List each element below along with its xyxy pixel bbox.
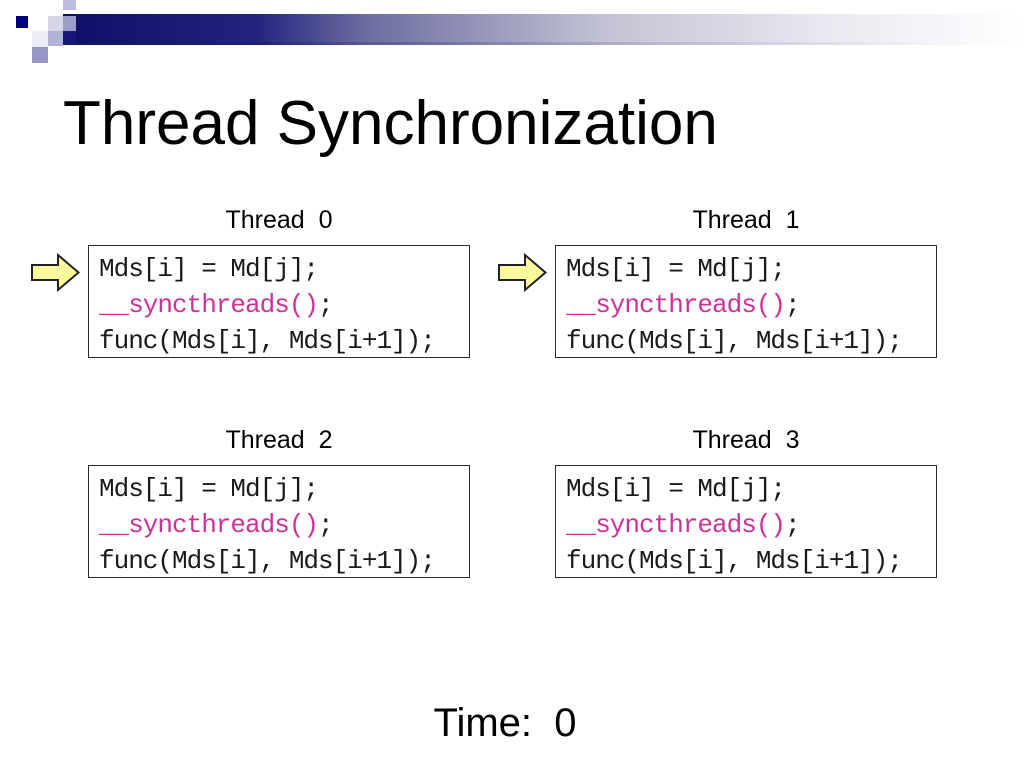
arrow-right-icon [498,252,548,293]
code-segment: __syncthreads() [99,510,319,540]
code-box: Mds[i] = Md[j];__syncthreads();func(Mds[… [555,465,937,578]
pixel-square [63,31,76,45]
code-line: __syncthreads(); [566,287,936,323]
pixel-square [63,0,76,10]
code-line: func(Mds[i], Mds[i+1]); [566,323,936,359]
time-counter: Time: 0 [433,701,577,745]
code-segment: func(Mds[i], Mds[i+1]); [566,546,903,576]
pixel-square [48,31,63,46]
code-line: __syncthreads(); [99,287,469,323]
code-segment: Mds[i] = Md[j]; [566,254,786,284]
slide-title: Thread Synchronization [63,89,718,158]
code-line: Mds[i] = Md[j]; [99,471,469,507]
code-segment: ; [785,510,801,540]
pixel-square [48,16,63,31]
thread-label: Thread 0 [225,206,333,234]
pixel-square [63,16,76,31]
thread-label: Thread 3 [692,426,800,454]
arrow-right-icon [31,252,81,293]
thread-label: Thread 1 [692,206,800,234]
pixel-square [16,16,28,28]
pixel-square [32,47,48,63]
code-segment: Mds[i] = Md[j]; [566,474,786,504]
code-segment: Mds[i] = Md[j]; [99,254,319,284]
code-segment: ; [318,510,334,540]
code-line: func(Mds[i], Mds[i+1]); [99,543,469,579]
thread-block: Thread 3 Mds[i] = Md[j];__syncthreads();… [555,425,937,578]
code-line: Mds[i] = Md[j]; [566,251,936,287]
code-line: Mds[i] = Md[j]; [566,471,936,507]
code-segment: __syncthreads() [99,290,319,320]
code-segment: __syncthreads() [566,290,786,320]
current-instruction-arrow [30,252,81,293]
thread-label: Thread 2 [225,426,333,454]
thread-block: Thread 1 Mds[i] = Md[j];__syncthreads();… [498,205,937,358]
code-line: Mds[i] = Md[j]; [99,251,469,287]
thread-block: Thread 2 Mds[i] = Md[j];__syncthreads();… [88,425,470,578]
current-instruction-arrow [497,252,548,293]
thread-block: Thread 0 Mds[i] = Md[j];__syncthreads();… [31,205,470,358]
code-line: func(Mds[i], Mds[i+1]); [99,323,469,359]
code-segment: func(Mds[i], Mds[i+1]); [566,326,903,356]
header-gradient-bar [63,14,1024,45]
code-segment: ; [785,290,801,320]
code-segment: Mds[i] = Md[j]; [99,474,319,504]
code-line: func(Mds[i], Mds[i+1]); [566,543,936,579]
code-segment: func(Mds[i], Mds[i+1]); [99,546,436,576]
code-box: Mds[i] = Md[j];__syncthreads();func(Mds[… [88,465,470,578]
code-segment: ; [318,290,334,320]
pixel-square [32,31,48,47]
code-line: __syncthreads(); [566,507,936,543]
code-box: Mds[i] = Md[j];__syncthreads();func(Mds[… [88,245,470,358]
code-segment: func(Mds[i], Mds[i+1]); [99,326,436,356]
code-box: Mds[i] = Md[j];__syncthreads();func(Mds[… [555,245,937,358]
code-segment: __syncthreads() [566,510,786,540]
code-line: __syncthreads(); [99,507,469,543]
